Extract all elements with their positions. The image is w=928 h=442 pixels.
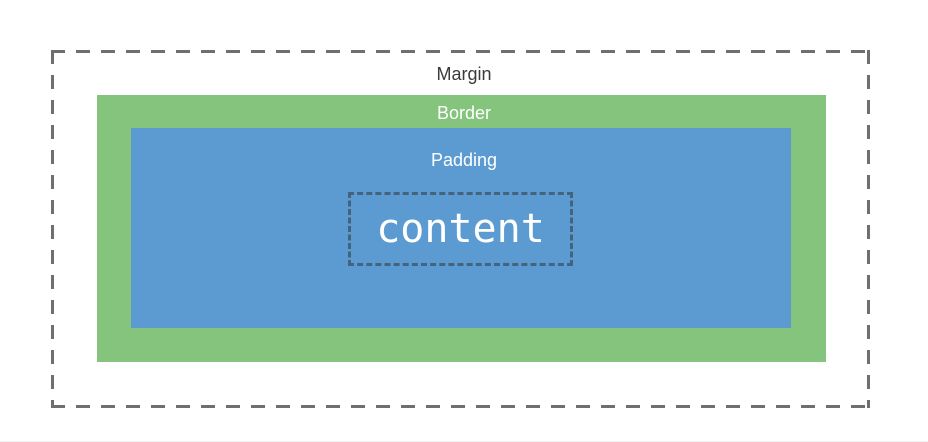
margin-label: Margin	[436, 64, 492, 84]
padding-label: Padding	[430, 150, 498, 170]
padding-box	[131, 128, 791, 328]
margin-dashed-edge-left	[51, 50, 54, 408]
content-box: content	[348, 192, 573, 266]
content-label: content	[376, 206, 545, 252]
margin-dashed-edge-top	[51, 50, 870, 53]
margin-dashed-edge-right	[867, 50, 870, 408]
margin-box	[51, 50, 870, 408]
border-label: Border	[436, 103, 492, 123]
margin-dashed-edge-bottom	[51, 405, 870, 408]
